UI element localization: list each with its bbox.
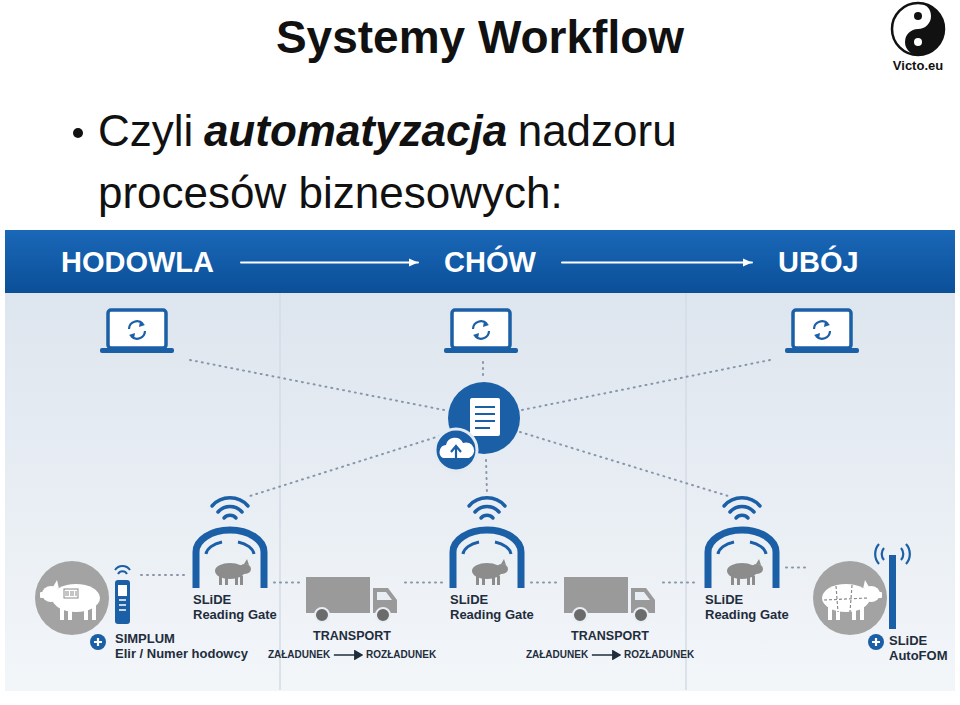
caption-heading: SLiDE AutoFOM [889, 633, 951, 663]
truck-icon [564, 577, 655, 622]
stage-name: UBÓJ [778, 246, 859, 279]
stage-arrow [562, 262, 752, 264]
process-station: SLiDE Reading Gate [704, 498, 780, 590]
reading-gate-icon [196, 498, 264, 588]
stage-label: UBÓJ [778, 246, 859, 279]
antenna [875, 544, 910, 629]
stage-arrow [241, 262, 418, 264]
bullet-text: Czyliautomatyzacjanadzoru procesów bizne… [98, 100, 738, 224]
caption-heading: SIMPLUM [115, 631, 265, 646]
dotted-link [786, 567, 806, 569]
process-station: SIMPLUMElir / Numer hodowcy [32, 560, 135, 630]
station-caption: SLiDE Reading Gate [705, 592, 793, 622]
reading-gate-icon [453, 498, 521, 588]
dotted-link [274, 582, 299, 584]
station-caption: SLiDE AutoFOM [889, 633, 951, 663]
station-caption: TRANSPORT ZAŁADUNEK ROZŁADUNEK [268, 629, 436, 662]
caption-heading: SLiDE Reading Gate [450, 592, 538, 622]
stage-name: CHÓW [444, 246, 536, 279]
dotted-link [531, 582, 557, 584]
small-arrow [591, 650, 621, 660]
stage-name: HODOWLA [61, 246, 215, 279]
laptop-icon [100, 310, 174, 353]
dotted-link [141, 574, 186, 576]
load-unload-row: ZAŁADUNEK ROZŁADUNEK [526, 647, 694, 662]
stage-band [5, 230, 955, 293]
caption-body: Elir / Numer hodowcy [115, 646, 265, 661]
station-caption: SLiDE Reading Gate [450, 592, 538, 622]
truck-icon [306, 577, 397, 622]
yin-yang-logo [892, 3, 944, 55]
pig-carcass [813, 561, 887, 635]
slide-title: Systemy Workflow [0, 10, 960, 64]
diagram-panel [5, 293, 955, 691]
load-step: ZAŁADUNEK [268, 647, 330, 662]
bullet-phrase: Czyli [98, 106, 193, 155]
caption-heading: TRANSPORT [526, 629, 694, 644]
handheld-reader [115, 566, 130, 624]
bullet-dot [73, 128, 83, 138]
caption-heading: SLiDE Reading Gate [193, 592, 281, 622]
plus-icon [90, 634, 106, 650]
small-arrow [333, 650, 363, 660]
network-links [190, 360, 770, 496]
bullet-phrase: automatyzacja [204, 106, 507, 155]
caption-heading: SLiDE Reading Gate [705, 592, 793, 622]
process-station: TRANSPORTZAŁADUNEKROZŁADUNEK [563, 575, 657, 623]
caption-heading: TRANSPORT [268, 629, 436, 644]
stage-label: HODOWLA [61, 246, 215, 279]
load-step: ROZŁADUNEK [624, 647, 694, 662]
process-station: SLiDE AutoFOM [812, 545, 900, 630]
reading-gate-icon [708, 498, 776, 588]
plus-icon [868, 634, 884, 650]
station-caption: SIMPLUMElir / Numer hodowcy [115, 631, 265, 661]
pig-with-tag [35, 561, 109, 635]
process-station: SLiDE Reading Gate [192, 498, 268, 590]
station-caption: TRANSPORT ZAŁADUNEK ROZŁADUNEK [526, 629, 694, 662]
laptop-icon [444, 310, 518, 353]
station-caption: SLiDE Reading Gate [193, 592, 281, 622]
process-station: TRANSPORTZAŁADUNEKROZŁADUNEK [305, 575, 399, 623]
load-unload-row: ZAŁADUNEK ROZŁADUNEK [268, 647, 436, 662]
laptop-icon [785, 310, 859, 353]
dotted-link [405, 582, 443, 584]
stage-label: CHÓW [444, 246, 536, 279]
server-icon [435, 382, 520, 471]
logo-text: Victo.eu [878, 58, 958, 73]
dotted-link [663, 582, 698, 584]
load-step: ZAŁADUNEK [526, 647, 588, 662]
load-step: ROZŁADUNEK [366, 647, 436, 662]
process-station: SLiDE Reading Gate [449, 498, 525, 590]
